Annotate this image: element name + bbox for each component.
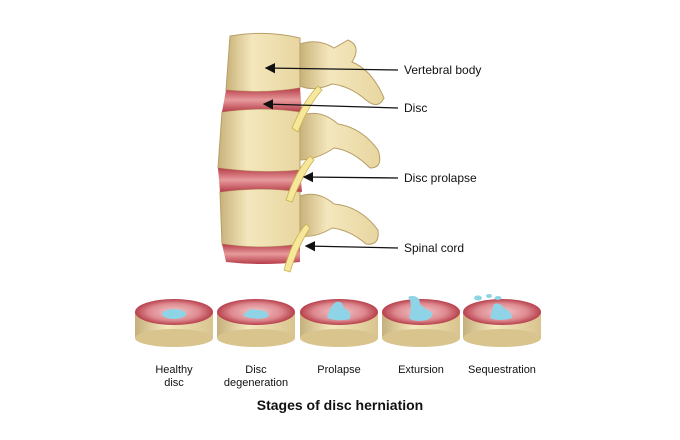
stage-disc-prolapse: [300, 299, 378, 347]
label-disc-prolapse: Disc prolapse: [404, 171, 477, 185]
arrow-disc-prolapse: [304, 177, 398, 178]
disc-stages: [135, 294, 541, 347]
label-disc: Disc: [404, 101, 427, 115]
stage-disc-degeneration: [217, 299, 295, 347]
nucleus-shape: [162, 309, 186, 319]
stage-disc-extrusion: [382, 296, 460, 347]
stage-label-prolapse: Prolapse: [294, 364, 384, 377]
sequestered-fragment: [474, 296, 482, 301]
label-vertebral-body: Vertebral body: [404, 63, 481, 77]
arrow-spinal-cord: [306, 246, 398, 248]
stage-disc-healthy: [135, 299, 213, 347]
diagram-caption: Stages of disc herniation: [0, 397, 680, 413]
vertebral-bodies: [218, 33, 300, 247]
sequestered-fragment: [495, 296, 502, 300]
stage-label-extrusion: Extursion: [376, 364, 466, 377]
vertebral-processes: [300, 40, 384, 244]
stage-disc-sequestration: [463, 294, 541, 347]
stage-label-sequestration: Sequestration: [457, 364, 547, 377]
sequestered-fragment: [486, 294, 492, 298]
label-spinal-cord: Spinal cord: [404, 241, 464, 255]
